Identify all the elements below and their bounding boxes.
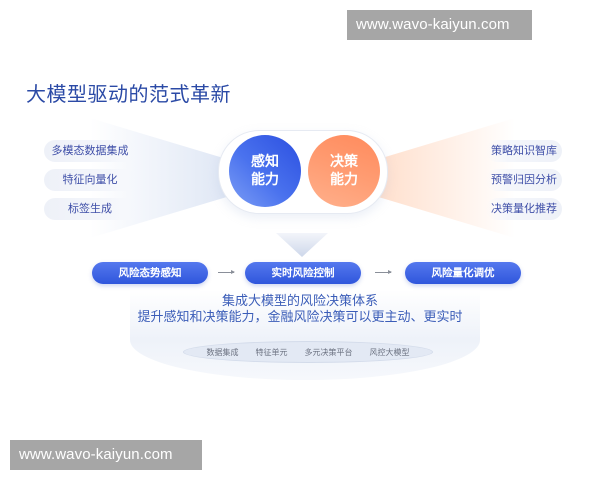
platform-item: 特征单元: [255, 347, 288, 357]
right-chip: 预警归因分析: [486, 169, 562, 191]
watermark-top: www.wavo-kaiyun.com: [347, 10, 532, 40]
down-arrow-icon: [276, 233, 328, 257]
left-chip: 多模态数据集成: [44, 140, 136, 162]
platform-ellipse: 数据集成 特征单元 多元决策平台 风控大模型: [183, 341, 433, 363]
right-chip: 决策量化推荐: [486, 198, 562, 220]
decision-line2: 能力: [330, 172, 358, 188]
page-title: 大模型驱动的范式革新: [26, 82, 231, 106]
left-chip: 特征向量化: [44, 169, 136, 191]
flow-step-3: 风险量化调优: [405, 262, 521, 284]
decision-line1: 决策: [330, 154, 358, 170]
subtitle-line2: 提升感知和决策能力，金融风险决策可以更主动、更实时: [137, 310, 463, 325]
perception-line2: 能力: [251, 172, 279, 188]
flow-step-1: 风险态势感知: [92, 262, 208, 284]
subtitle-line1: 集成大模型的风险决策体系: [221, 294, 378, 309]
right-arrow-icon: [375, 270, 392, 274]
platform-base: [130, 290, 480, 380]
right-chip: 策略知识智库: [486, 140, 562, 162]
platform-item: 多元决策平台: [304, 347, 353, 357]
perception-line1: 感知: [251, 154, 279, 170]
platform-item: 风控大模型: [369, 347, 410, 357]
perception-circle: 感知 能力: [229, 135, 301, 207]
decision-circle: 决策 能力: [308, 135, 380, 207]
watermark-bottom: www.wavo-kaiyun.com: [10, 440, 202, 470]
platform-item: 数据集成: [206, 347, 239, 357]
left-chip: 标签生成: [44, 198, 136, 220]
right-arrow-icon: [218, 270, 235, 274]
flow-step-2: 实时风险控制: [245, 262, 361, 284]
